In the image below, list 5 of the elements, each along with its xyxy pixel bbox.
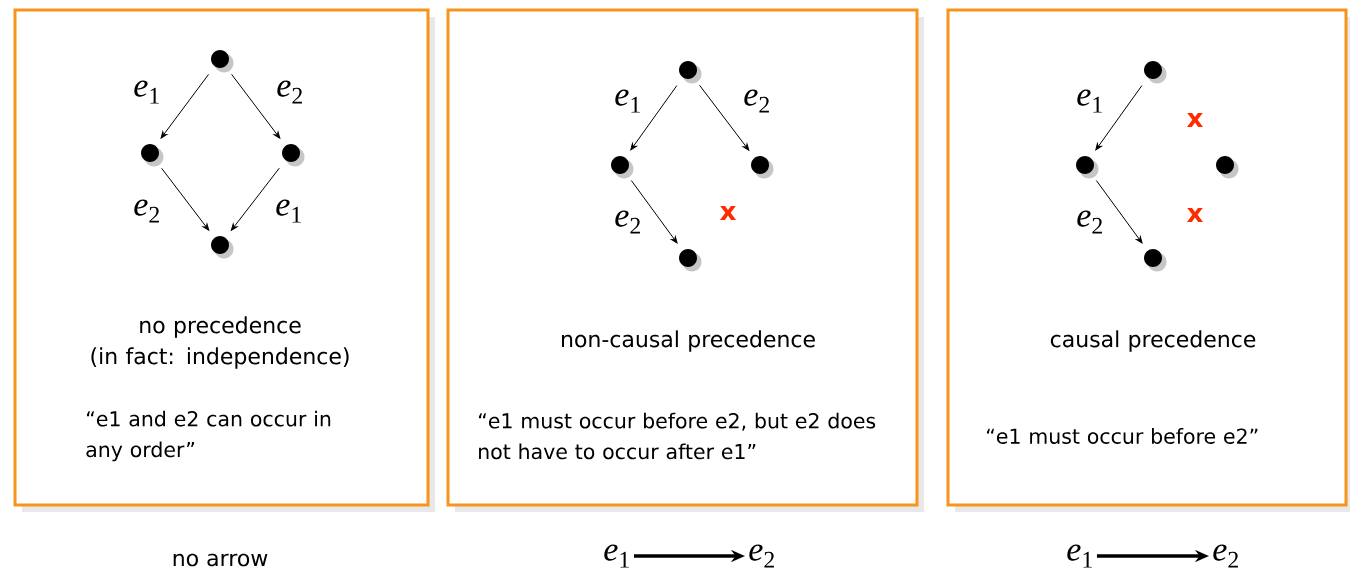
symbol: e$_{1}$ <box>604 544 629 568</box>
symbol: e$_{2}$ <box>1213 544 1238 568</box>
symbol: e$_{2}$ <box>749 544 774 568</box>
symbol: e$_{1}$ <box>1067 544 1092 568</box>
caption: no arrow <box>173 553 268 567</box>
